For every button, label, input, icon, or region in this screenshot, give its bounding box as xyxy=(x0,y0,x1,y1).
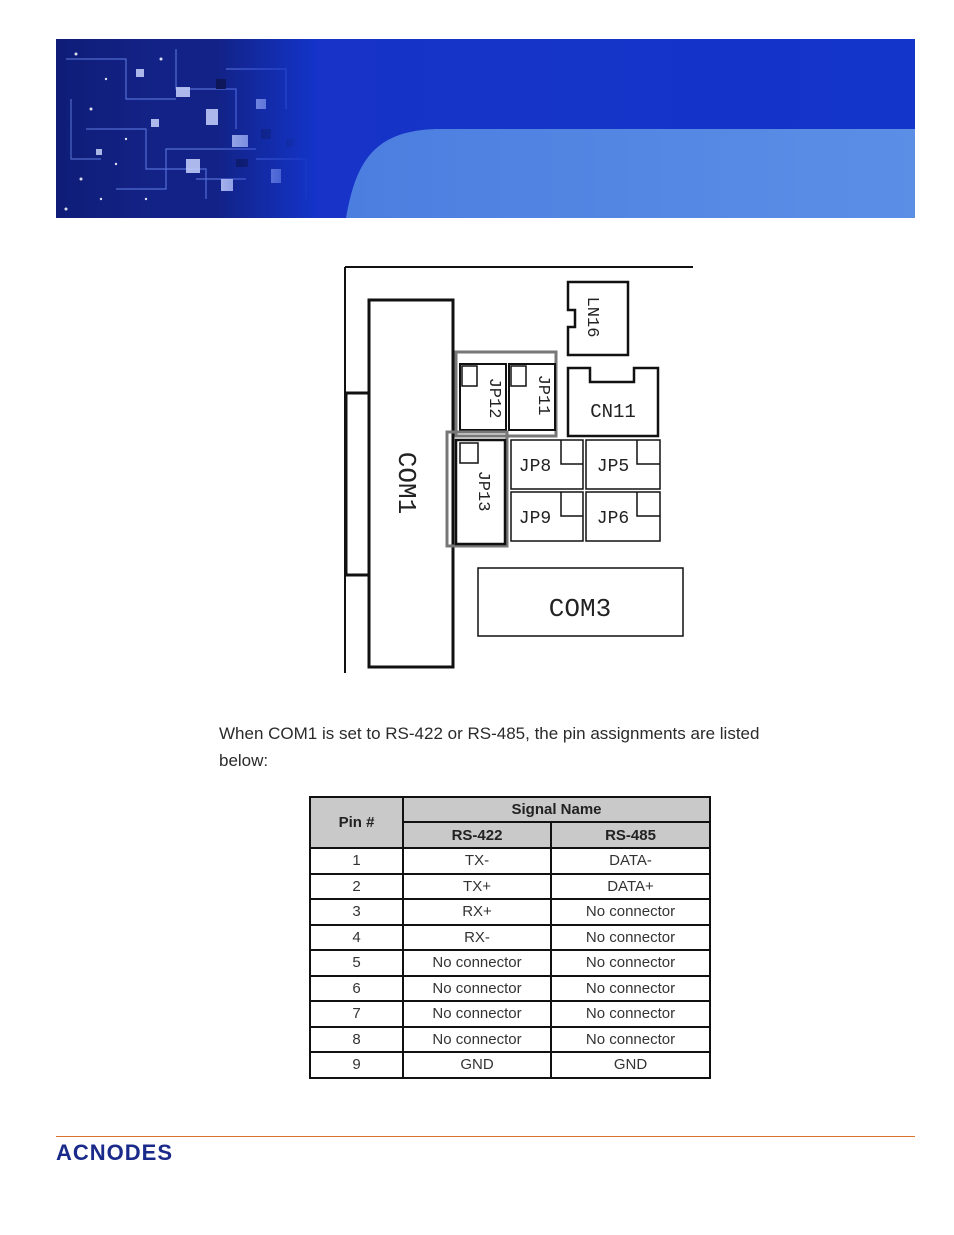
header-signal-name: Signal Name xyxy=(402,796,711,823)
table-row: 2 TX+ DATA+ xyxy=(309,872,711,900)
table-row: 7 No connector No connector xyxy=(309,1000,711,1028)
jp13-label: JP13 xyxy=(473,471,492,512)
rs485-cell: GND xyxy=(550,1051,711,1079)
header-pin: Pin # xyxy=(309,796,404,849)
com1-label: COM1 xyxy=(391,452,421,514)
table-row: 3 RX+ No connector xyxy=(309,898,711,926)
pin-cell: 7 xyxy=(309,1000,404,1028)
acnodes-logo: ACNODES xyxy=(56,1140,216,1165)
com1-connector: COM1 xyxy=(344,298,455,669)
rs485-cell: No connector xyxy=(550,1000,711,1028)
rs422-cell: GND xyxy=(402,1051,552,1079)
table-row: 9 GND GND xyxy=(309,1051,711,1079)
jp6-box: JP6 xyxy=(585,491,661,542)
jp13-group: JP13 xyxy=(445,430,509,548)
pin-cell: 9 xyxy=(309,1051,404,1079)
table-row: 8 No connector No connector xyxy=(309,1025,711,1053)
footer-divider xyxy=(56,1136,915,1137)
svg-text:ACNODES: ACNODES xyxy=(56,1140,173,1164)
rs422-cell: No connector xyxy=(402,974,552,1002)
jp8-box: JP8 xyxy=(510,439,584,490)
jumper-location-diagram: COM1 LN16 JP12 JP11 CN11 JP13 xyxy=(343,265,695,675)
circuit-board-banner-image xyxy=(56,39,915,218)
jp11-jp12-group: JP12 JP11 xyxy=(454,350,558,438)
jp8-label: JP8 xyxy=(519,457,551,477)
rs485-cell: DATA- xyxy=(550,847,711,875)
pin-cell: 5 xyxy=(309,949,404,977)
ln16-label: LN16 xyxy=(582,297,601,338)
jp6-label: JP6 xyxy=(597,509,629,529)
header-banner xyxy=(56,39,915,218)
pin-cell: 8 xyxy=(309,1025,404,1053)
rs422-cell: TX- xyxy=(402,847,552,875)
board-layout-svg: COM1 LN16 JP12 JP11 CN11 JP13 xyxy=(344,266,693,673)
pin-assignment-intro: When COM1 is set to RS-422 or RS-485, th… xyxy=(219,724,760,770)
cn11-connector: CN11 xyxy=(566,366,660,438)
rs422-cell: TX+ xyxy=(402,872,552,900)
rs422-cell: No connector xyxy=(402,1025,552,1053)
table-row: 5 No connector No connector xyxy=(309,949,711,977)
pin-cell: 4 xyxy=(309,923,404,951)
ln16-connector: LN16 xyxy=(566,280,630,357)
jp12-label: JP12 xyxy=(484,378,503,419)
pin-cell: 2 xyxy=(309,872,404,900)
pin-assignment-table: Pin # Signal Name RS-422 RS-485 1 TX- DA… xyxy=(309,796,711,1079)
com3-label: COM3 xyxy=(549,594,611,624)
rs485-cell: No connector xyxy=(550,949,711,977)
rs422-cell: RX- xyxy=(402,923,552,951)
rs485-cell: No connector xyxy=(550,974,711,1002)
pin-cell: 3 xyxy=(309,898,404,926)
jp5-box: JP5 xyxy=(585,439,661,490)
jp9-box: JP9 xyxy=(510,491,584,542)
rs422-cell: RX+ xyxy=(402,898,552,926)
rs485-cell: No connector xyxy=(550,923,711,951)
table-row: 6 No connector No connector xyxy=(309,974,711,1002)
table-row: 1 TX- DATA- xyxy=(309,847,711,875)
rs485-cell: No connector xyxy=(550,1025,711,1053)
rs422-cell: No connector xyxy=(402,949,552,977)
pin-cell: 1 xyxy=(309,847,404,875)
jp5-label: JP5 xyxy=(597,457,629,477)
rs485-cell: No connector xyxy=(550,898,711,926)
pin-cell: 6 xyxy=(309,974,404,1002)
jp11-label: JP11 xyxy=(533,375,552,416)
rs422-cell: No connector xyxy=(402,1000,552,1028)
cn11-label: CN11 xyxy=(590,401,636,423)
header-rs422: RS-422 xyxy=(402,821,552,849)
table-row: 4 RX- No connector xyxy=(309,923,711,951)
jp9-label: JP9 xyxy=(519,509,551,529)
com3-connector: COM3 xyxy=(477,567,684,637)
rs485-cell: DATA+ xyxy=(550,872,711,900)
header-rs485: RS-485 xyxy=(550,821,711,849)
